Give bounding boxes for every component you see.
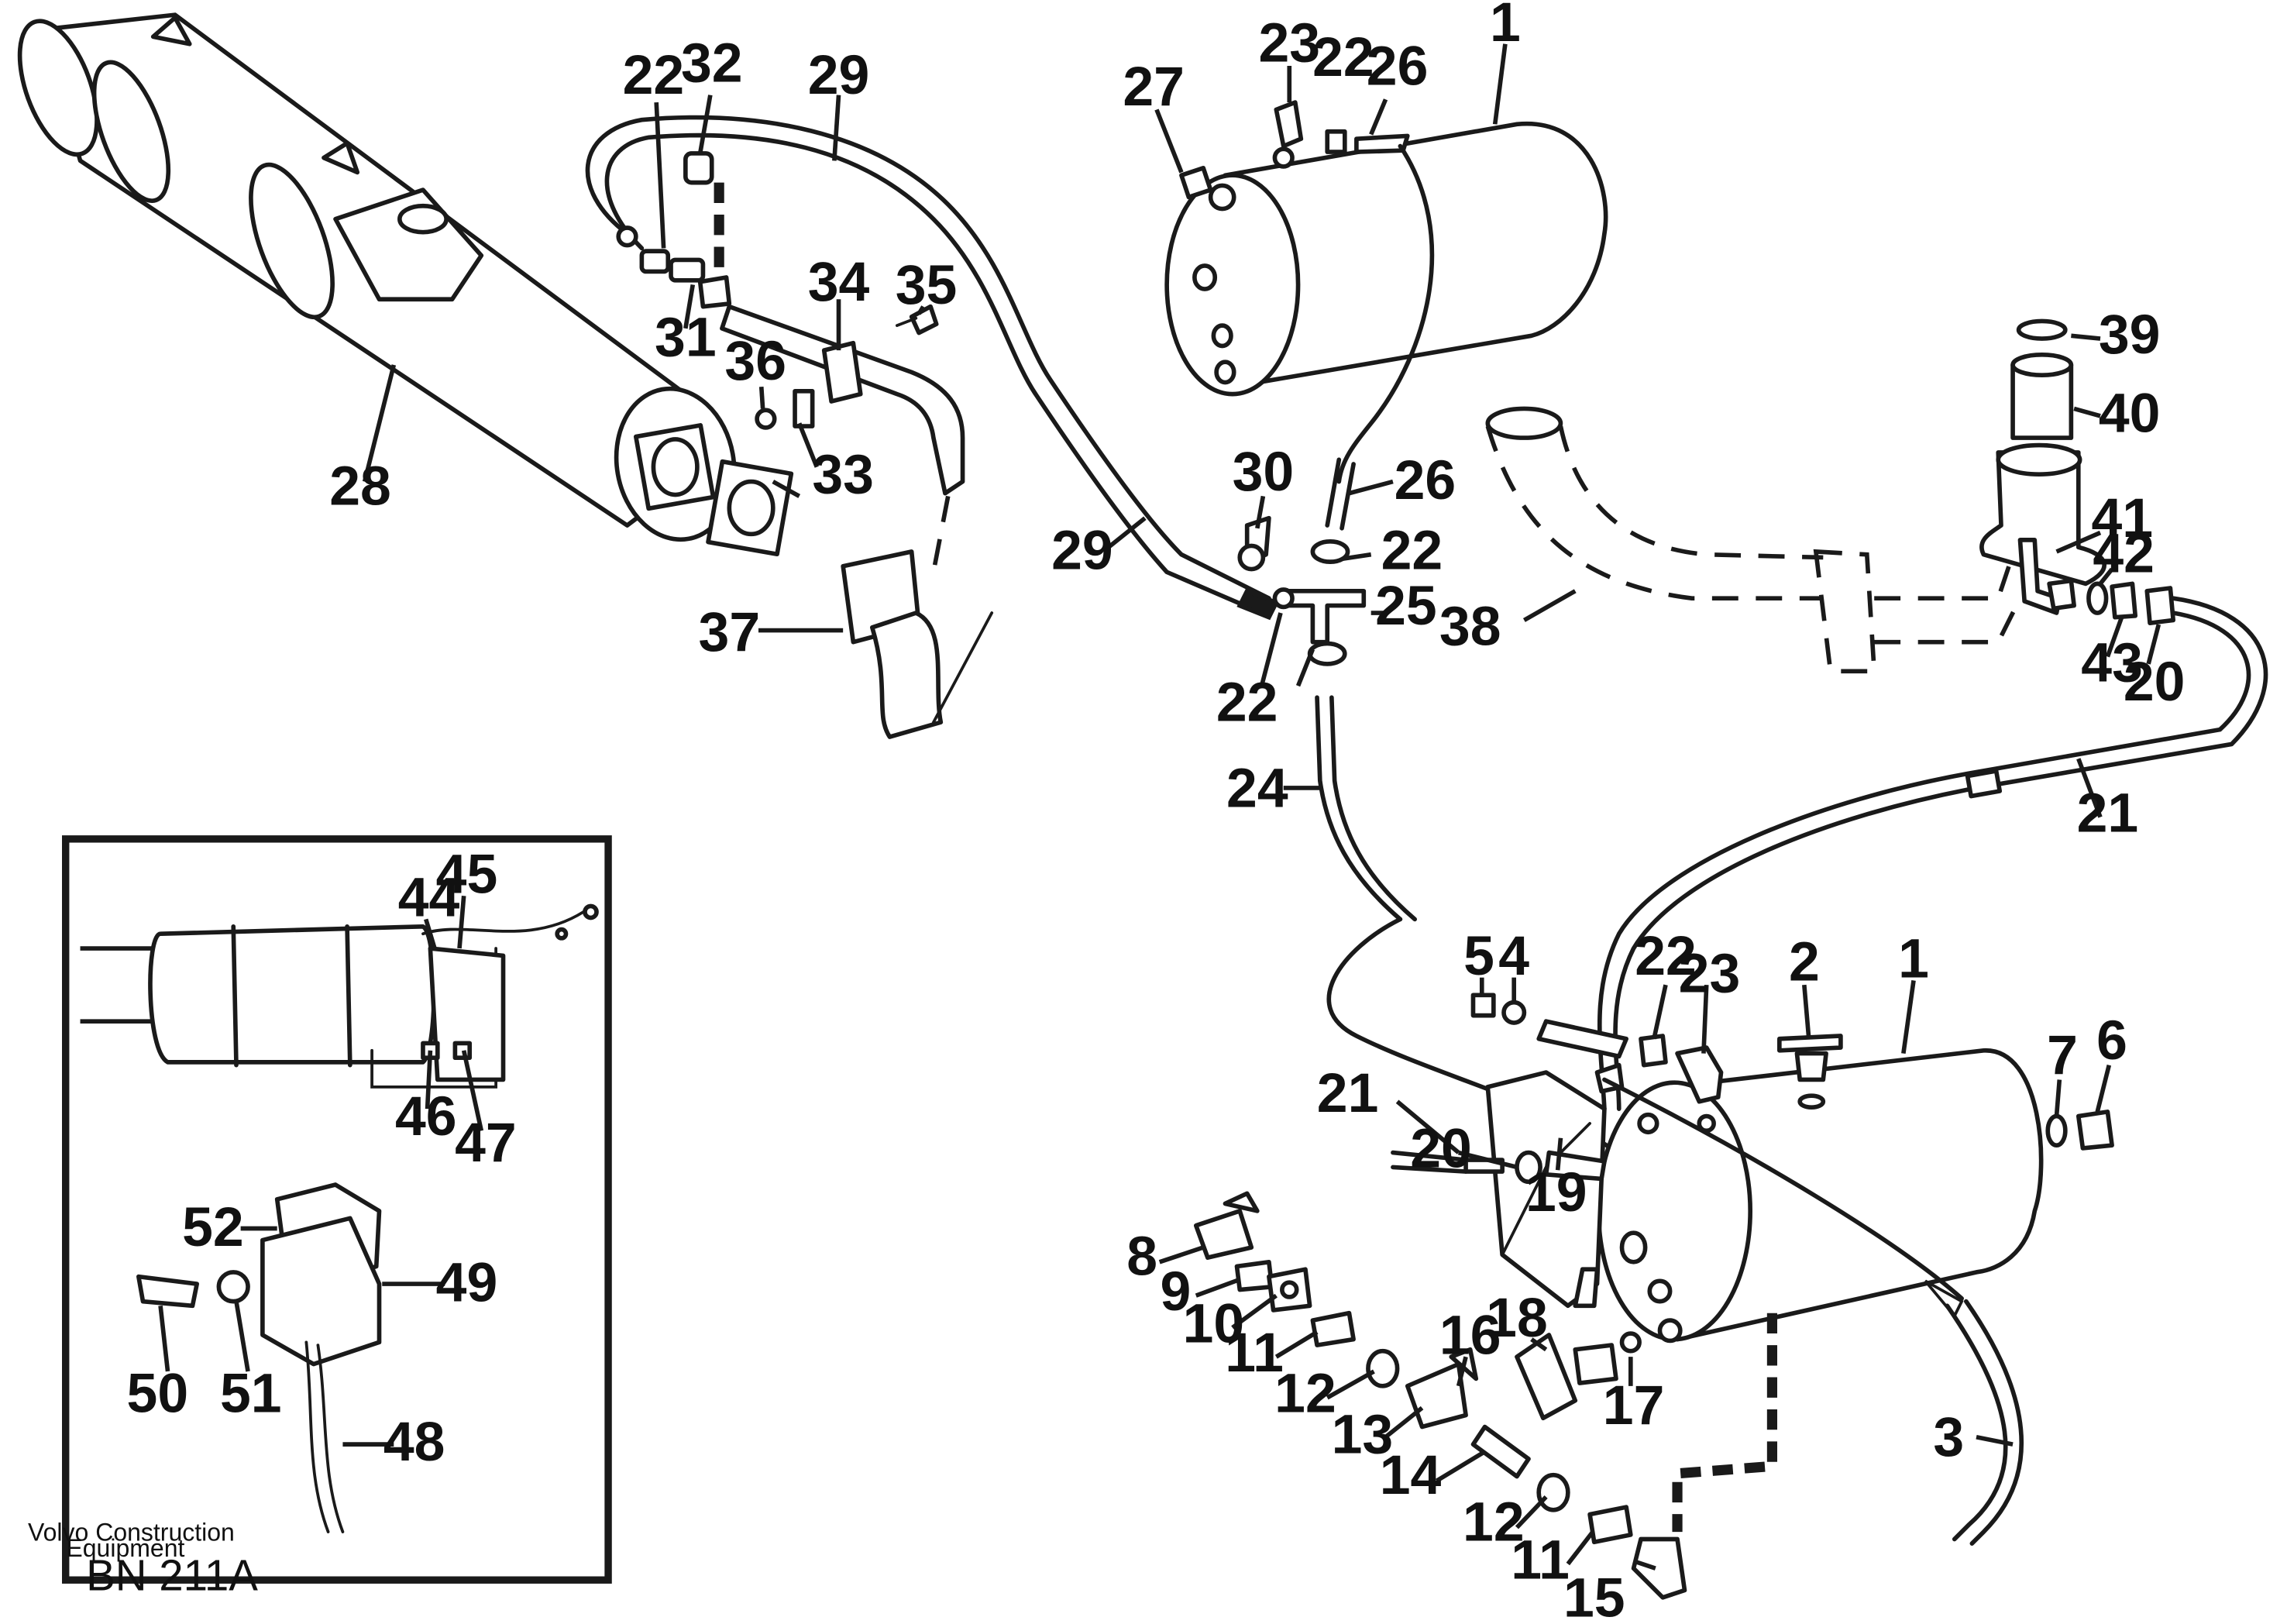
callout-22-top-left: 22 <box>623 44 685 106</box>
callout-22-lower-tank: 22 <box>1635 925 1697 987</box>
callout-15: 15 <box>1563 1567 1625 1624</box>
callout-1-lower: 1 <box>1898 928 1929 990</box>
hose-29 <box>585 115 1280 621</box>
callout-38: 38 <box>1439 595 1501 657</box>
strap-3 <box>1602 1077 2024 1546</box>
fitting-31-and-nipple-22 <box>639 151 732 309</box>
callout-28: 28 <box>329 456 391 518</box>
callout-17: 17 <box>1603 1375 1665 1436</box>
callout-52: 52 <box>182 1196 244 1258</box>
callout-26-upper: 26 <box>1367 35 1429 97</box>
exhaust-silencer <box>17 12 737 542</box>
maker-line-2: Equipment <box>66 1534 184 1562</box>
lower-tank-top-fittings <box>1470 993 2114 1151</box>
callout-23-lower: 23 <box>1679 943 1741 1005</box>
callout-23-upper: 23 <box>1258 12 1320 74</box>
callout-36: 36 <box>724 330 786 392</box>
callout-6: 6 <box>2096 1010 2127 1072</box>
callout-30: 30 <box>1233 441 1295 503</box>
callout-48: 48 <box>383 1411 445 1473</box>
callout-9: 9 <box>1161 1261 1192 1323</box>
callout-4: 4 <box>1498 925 1529 987</box>
callout-29-upper: 29 <box>808 44 870 106</box>
callout-25: 25 <box>1375 575 1437 637</box>
callout-14: 14 <box>1380 1444 1442 1506</box>
callout-47: 47 <box>455 1112 517 1174</box>
callout-42: 42 <box>2093 522 2155 584</box>
callout-33: 33 <box>812 444 874 506</box>
callout-41: 41 <box>2091 487 2153 549</box>
callout-8: 8 <box>1126 1226 1157 1288</box>
callout-18: 18 <box>1486 1287 1548 1349</box>
callout-10: 10 <box>1183 1292 1245 1354</box>
inset-relay-bracket <box>136 1182 382 1533</box>
footer: Volvo Construction Equipment BN 211A <box>28 1518 258 1599</box>
pipe-34-assembly <box>720 304 965 573</box>
callout-13: 13 <box>1332 1403 1394 1465</box>
callout-22-tee-lower: 22 <box>1216 671 1278 733</box>
maker-line-1: Volvo Construction <box>28 1518 235 1546</box>
tank-upper <box>1164 100 1608 484</box>
callout-44: 44 <box>398 867 460 929</box>
callout-21-upper: 21 <box>2077 782 2139 844</box>
callout-49: 49 <box>436 1252 498 1314</box>
filler-pipe-38 <box>1485 406 2023 674</box>
inset-frame <box>62 835 612 1584</box>
hose-21-right <box>1597 596 2268 1111</box>
callout-1-upper: 1 <box>1490 0 1521 53</box>
callout-21-lower: 21 <box>1317 1062 1379 1124</box>
callout-5: 5 <box>1463 925 1494 987</box>
document-reference: BN 211A <box>86 1550 258 1599</box>
callout-20-lower: 20 <box>1410 1117 1472 1179</box>
callout-3: 3 <box>1933 1406 1964 1468</box>
callout-50: 50 <box>127 1363 189 1425</box>
hose-26 <box>1325 457 1356 531</box>
callout-11-upper: 11 <box>1225 1322 1284 1384</box>
callout-40: 40 <box>2099 383 2161 445</box>
callout-2: 2 <box>1789 931 1820 993</box>
callout-43: 43 <box>2081 632 2143 694</box>
callout-16: 16 <box>1439 1304 1501 1366</box>
exhaust-outlet-bend <box>841 549 994 739</box>
callout-24: 24 <box>1226 757 1288 819</box>
callout-22-upper-tank: 22 <box>1312 26 1374 88</box>
exhaust-gasket <box>706 459 801 557</box>
callout-29-lower: 29 <box>1051 520 1113 582</box>
callout-labels: 1 1 2 3 4 5 6 7 8 9 10 11 11 12 12 13 14… <box>127 0 2186 1624</box>
callout-26-lower: 26 <box>1395 449 1456 511</box>
callout-32: 32 <box>681 33 743 95</box>
callout-45: 45 <box>436 843 498 905</box>
leader-lines <box>158 43 2161 1571</box>
callout-39: 39 <box>2099 304 2161 366</box>
callout-22-tee: 22 <box>1381 520 1443 582</box>
callout-27: 27 <box>1123 56 1185 118</box>
callout-37: 37 <box>699 601 761 663</box>
filler-neck-assembly <box>1979 318 2175 626</box>
callout-11-lower: 11 <box>1511 1529 1570 1591</box>
callout-46: 46 <box>395 1086 457 1147</box>
callout-51: 51 <box>220 1363 282 1425</box>
drain-connection-dash <box>1672 1313 1778 1533</box>
callout-12-upper: 12 <box>1274 1363 1336 1425</box>
tank-lower <box>1485 1048 2044 1344</box>
inset-heater-view <box>80 903 599 1089</box>
callout-35: 35 <box>896 254 958 316</box>
callout-19: 19 <box>1525 1161 1587 1223</box>
callout-31: 31 <box>655 307 717 369</box>
tee-piece-and-clamps <box>1237 515 1367 666</box>
callout-7: 7 <box>2047 1024 2078 1086</box>
callout-20-upper: 20 <box>2124 651 2186 713</box>
callout-34: 34 <box>808 251 870 313</box>
callout-12-lower: 12 <box>1463 1491 1525 1553</box>
